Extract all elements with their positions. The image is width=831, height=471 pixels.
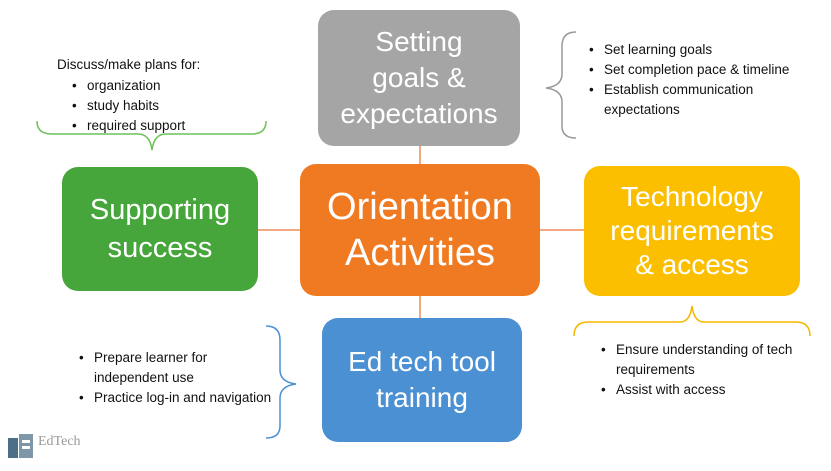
list-item: required support xyxy=(72,116,272,136)
list-item: Set learning goals xyxy=(589,40,827,60)
note-list: Ensure understanding of tech requirement… xyxy=(594,340,824,400)
node-orientation-activities-label: Orientation Activities xyxy=(327,186,513,274)
edtech-logo-icon xyxy=(8,434,33,458)
node-setting-goals-label: Setting goals & expectations xyxy=(340,26,498,129)
note-list: Prepare learner for independent use Prac… xyxy=(72,348,272,408)
note-list: Set learning goals Set completion pace &… xyxy=(582,40,827,120)
list-item: organization xyxy=(72,76,272,96)
node-ed-tech-training: Ed tech tool training xyxy=(322,318,522,442)
edtech-logo-text: EdTech xyxy=(38,434,81,449)
node-ed-tech-training-label: Ed tech tool training xyxy=(348,346,496,413)
node-technology-requirements-label: Technology requirements & access xyxy=(610,181,774,280)
list-item: Ensure understanding of tech requirement… xyxy=(601,340,824,380)
brace-bottom-right xyxy=(573,305,811,337)
node-supporting-success: Supporting success xyxy=(62,167,258,291)
node-orientation-activities: Orientation Activities xyxy=(300,164,540,296)
list-item: Establish communication expectations xyxy=(589,80,827,120)
list-item: Prepare learner for independent use xyxy=(79,348,272,388)
note-ed-tech-training: Prepare learner for independent use Prac… xyxy=(72,348,272,408)
list-item: Assist with access xyxy=(601,380,824,400)
note-heading: Discuss/make plans for: xyxy=(57,57,201,72)
note-supporting-success: Discuss/make plans for: organization stu… xyxy=(57,55,272,136)
list-item: Practice log-in and navigation xyxy=(79,388,272,408)
brace-top-right xyxy=(545,31,577,139)
note-technology-requirements: Ensure understanding of tech requirement… xyxy=(594,340,824,400)
node-supporting-success-label: Supporting success xyxy=(89,194,231,264)
node-setting-goals: Setting goals & expectations xyxy=(318,10,520,146)
node-technology-requirements: Technology requirements & access xyxy=(584,166,800,296)
list-item: Set completion pace & timeline xyxy=(589,60,827,80)
list-item: study habits xyxy=(72,96,272,116)
edtech-logo: EdTech xyxy=(8,432,88,464)
brace-bottom-left xyxy=(265,325,297,439)
note-setting-goals: Set learning goals Set completion pace &… xyxy=(582,40,827,120)
note-list: organization study habits required suppo… xyxy=(57,76,272,136)
